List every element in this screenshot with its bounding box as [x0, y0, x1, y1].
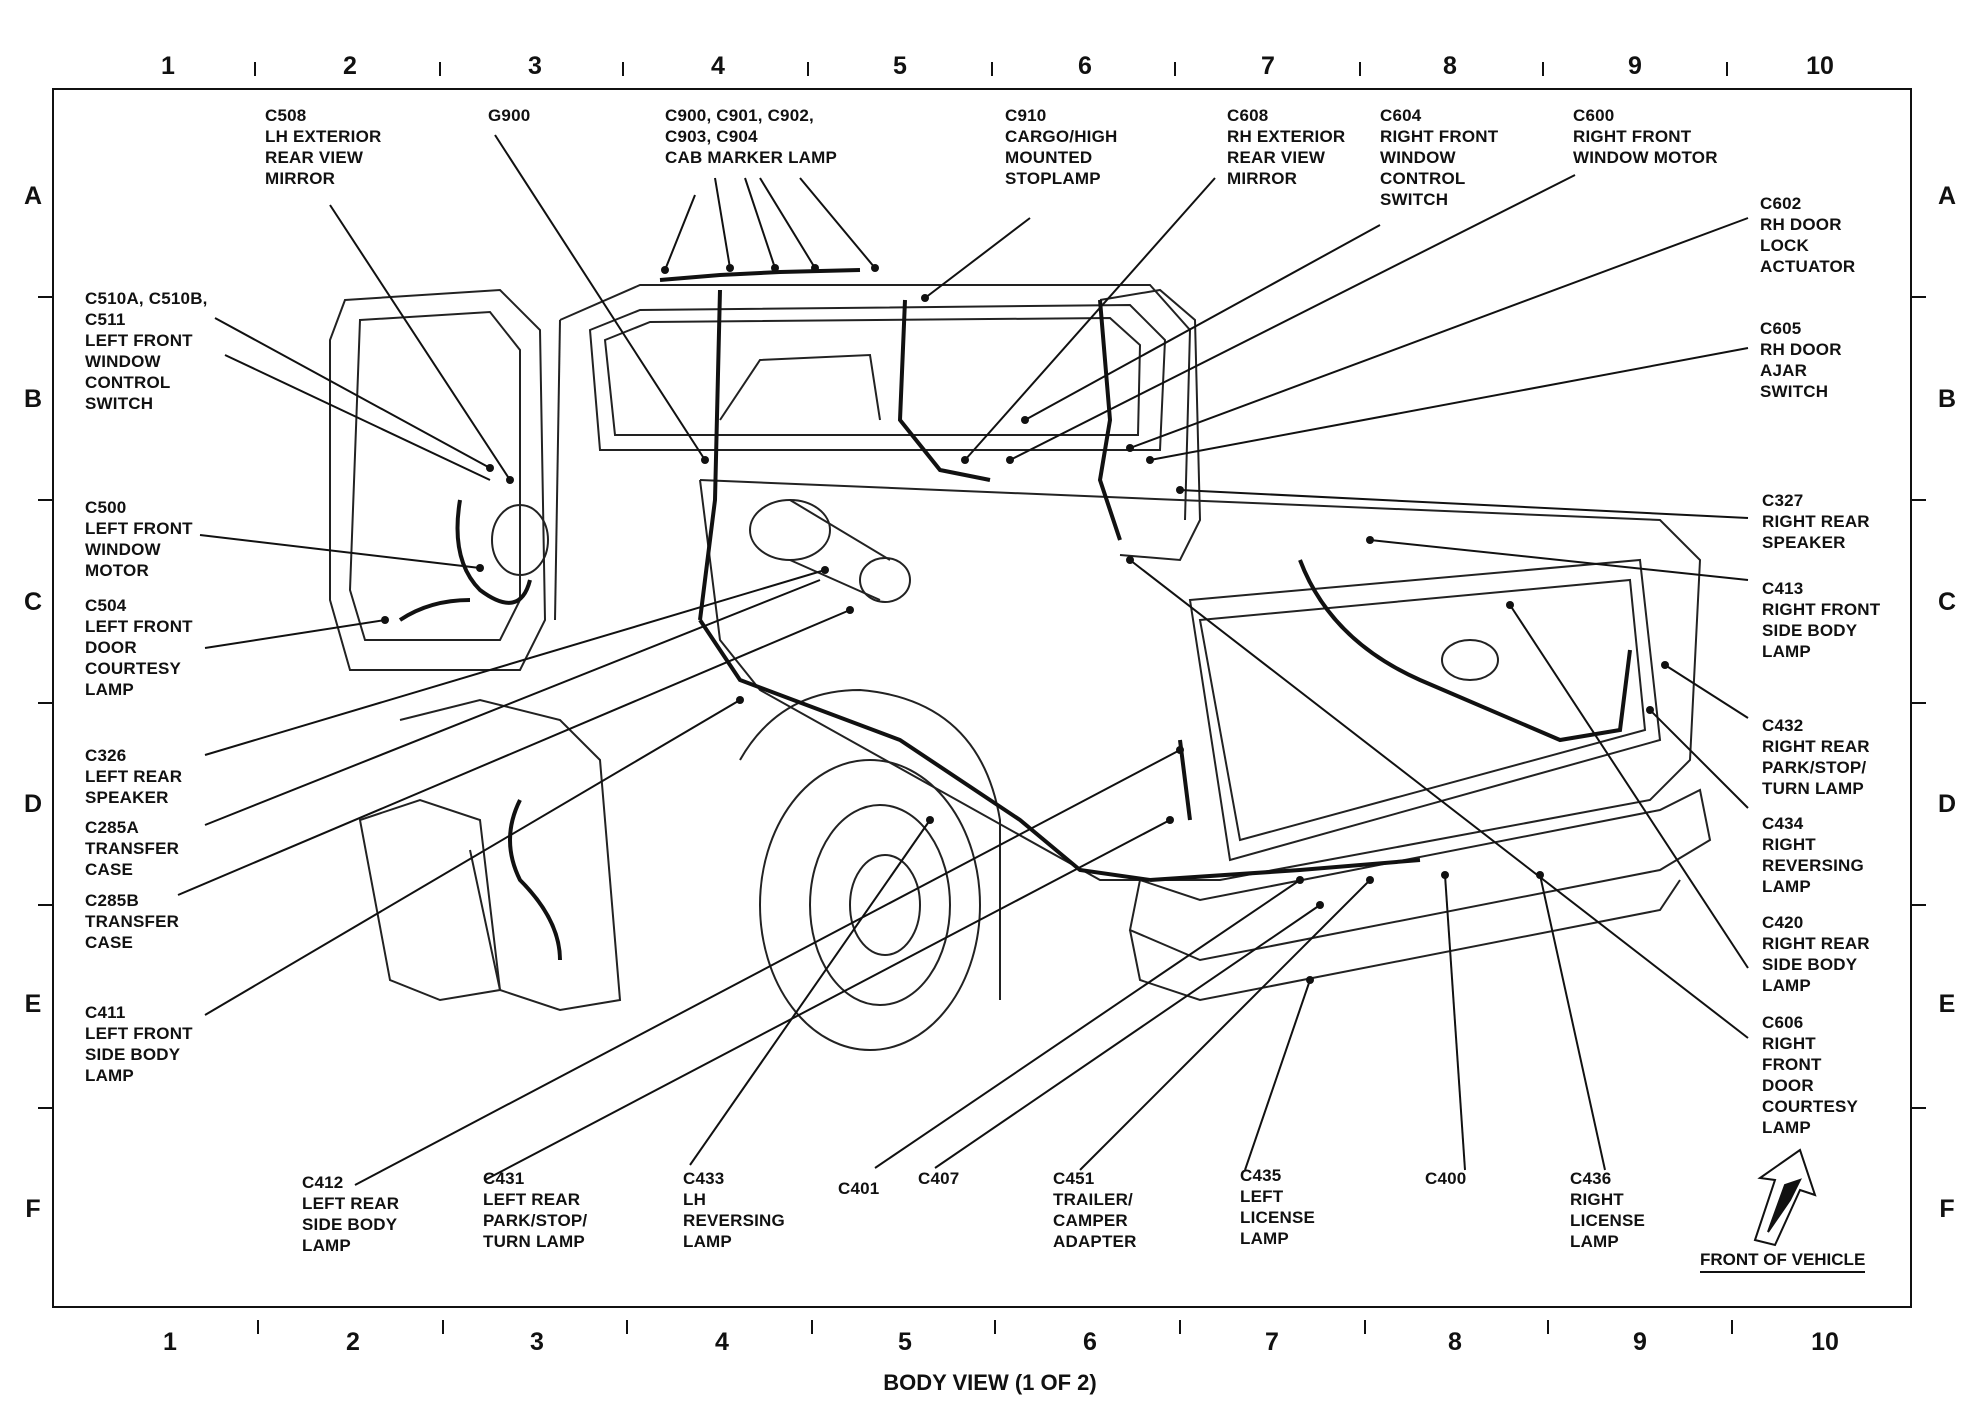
label-c500: C500 LEFT FRONT WINDOW MOTOR: [85, 498, 193, 580]
label-c431: C431 LEFT REAR PARK/STOP/ TURN LAMP: [483, 1169, 588, 1251]
col-bottom-6: 6: [1083, 1328, 1097, 1356]
label-c420: C420 RIGHT REAR SIDE BODY LAMP: [1762, 913, 1870, 995]
front-of-vehicle-caption: FRONT OF VEHICLE: [1700, 1250, 1866, 1273]
col-top-6: 6: [1078, 52, 1092, 80]
label-c602: C602 RH DOOR LOCK ACTUATOR: [1760, 194, 1856, 276]
label-c451: C451 TRAILER/ CAMPER ADAPTER: [1053, 1169, 1137, 1251]
callout-arrowheads: [381, 264, 1669, 984]
row-right-c: C: [1937, 588, 1957, 616]
row-right-d: D: [1937, 790, 1957, 818]
col-bottom-4: 4: [715, 1328, 729, 1356]
row-right-a: A: [1937, 182, 1957, 210]
label-c434: C434 RIGHT REVERSING LAMP: [1762, 814, 1864, 896]
row-left-a: A: [23, 182, 43, 210]
label-c435: C435 LEFT LICENSE LAMP: [1240, 1166, 1316, 1248]
truck-outline: [329, 284, 1712, 1051]
label-c411: C411 LEFT FRONT SIDE BODY LAMP: [85, 1003, 193, 1085]
label-c436: C436 RIGHT LICENSE LAMP: [1570, 1169, 1646, 1251]
col-top-10: 10: [1806, 52, 1834, 80]
col-top-8: 8: [1443, 52, 1457, 80]
label-c606: C606 RIGHT FRONT DOOR COURTESY LAMP: [1762, 1013, 1859, 1137]
col-top-7: 7: [1261, 52, 1275, 80]
diagram-title: BODY VIEW (1 OF 2): [883, 1370, 1097, 1395]
grid-ticks: [38, 62, 1926, 1334]
label-c413: C413 RIGHT FRONT SIDE BODY LAMP: [1762, 579, 1881, 661]
label-c432: C432 RIGHT REAR PARK/STOP/ TURN LAMP: [1762, 716, 1870, 798]
col-top-2: 2: [343, 52, 357, 80]
label-c285b: C285b TRANSFER CASE: [85, 891, 180, 952]
label-c285a: C285a TRANSFER CASE: [85, 818, 180, 879]
label-c407: C407: [918, 1169, 960, 1188]
col-bottom-7: 7: [1265, 1328, 1279, 1356]
label-c326: C326 LEFT REAR SPEAKER: [85, 746, 183, 807]
col-top-5: 5: [893, 52, 907, 80]
col-bottom-2: 2: [346, 1328, 360, 1356]
callout-leaders: [177, 134, 1749, 1186]
row-left-b: B: [23, 385, 43, 413]
col-bottom-9: 9: [1633, 1328, 1647, 1356]
label-c600: C600 RIGHT FRONT WINDOW MOTOR: [1573, 106, 1718, 167]
col-top-9: 9: [1628, 52, 1642, 80]
label-c604: C604 RIGHT FRONT WINDOW CONTROL SWITCH: [1380, 106, 1499, 209]
row-left-e: E: [24, 990, 42, 1018]
label-c400: C400: [1425, 1169, 1467, 1188]
label-c327: C327 RIGHT REAR SPEAKER: [1762, 491, 1870, 552]
row-right-f: F: [1939, 1195, 1955, 1223]
diagram-frame: [52, 88, 1912, 1308]
label-c510: C510a, C510b, C511 LEFT FRONT WINDOW CON…: [85, 289, 208, 413]
label-c401: C401: [838, 1179, 880, 1198]
label-c504: C504 LEFT FRONT DOOR COURTESY LAMP: [85, 596, 193, 699]
label-c412: C412 LEFT REAR SIDE BODY LAMP: [302, 1173, 400, 1255]
label-c900: C900, C901, C902, C903, C904 CAB MARKER …: [665, 106, 838, 167]
label-g900: G900: [488, 106, 531, 125]
row-left-f: F: [25, 1195, 41, 1223]
label-c433: C433 LH REVERSING LAMP: [683, 1169, 785, 1251]
front-of-vehicle-arrow-icon: [1753, 1148, 1817, 1247]
label-c508: C508 LH EXTERIOR REAR VIEW MIRROR: [265, 106, 382, 188]
col-top-3: 3: [528, 52, 542, 80]
label-c608: C608 RH EXTERIOR REAR VIEW MIRROR: [1227, 106, 1346, 188]
row-left-d: D: [23, 790, 43, 818]
label-c910: C910 CARGO/HIGH MOUNTED STOPLAMP: [1005, 106, 1118, 188]
col-bottom-10: 10: [1811, 1328, 1839, 1356]
row-right-b: B: [1937, 385, 1957, 413]
row-left-c: C: [23, 588, 43, 616]
row-right-e: E: [1938, 990, 1956, 1018]
col-bottom-8: 8: [1448, 1328, 1462, 1356]
wiring-harness: [398, 268, 1632, 961]
label-c605: C605 RH DOOR AJAR SWITCH: [1760, 319, 1842, 401]
col-bottom-5: 5: [898, 1328, 912, 1356]
col-bottom-3: 3: [530, 1328, 544, 1356]
col-top-4: 4: [711, 52, 725, 80]
col-bottom-1: 1: [163, 1328, 177, 1356]
col-top-1: 1: [161, 52, 175, 80]
